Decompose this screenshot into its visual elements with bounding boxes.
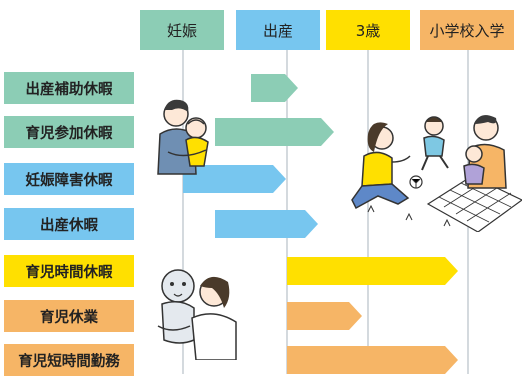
phase-header-pregnancy: 妊娠 [140, 10, 224, 50]
leave-label-childcare-participation: 育児参加休暇 [4, 116, 134, 148]
leave-label-childcare-leave: 育児休業 [4, 300, 134, 332]
leave-period-arrow-3 [215, 210, 318, 238]
phase-header-age3: 3歳 [326, 10, 410, 50]
leave-label-maternity: 出産休暇 [4, 208, 134, 240]
leave-period-arrow-0 [251, 74, 298, 102]
leave-period-arrow-6 [287, 346, 458, 374]
leave-period-arrow-2 [183, 165, 286, 193]
leave-label-pregnancy-disorder: 妊娠障害休暇 [4, 163, 134, 195]
leave-period-arrow-1 [215, 118, 334, 146]
leave-label-short-working-hours: 育児短時間勤務 [4, 344, 134, 376]
family-picnic-icon [351, 115, 522, 232]
phase-header-birth: 出産 [236, 10, 320, 50]
phase-header-school-entry: 小学校入学 [420, 10, 514, 50]
father-holding-baby-icon [157, 99, 209, 175]
leave-period-arrow-5 [287, 302, 362, 330]
mother-holding-baby-icon [157, 269, 237, 360]
leave-period-arrow-4 [287, 257, 458, 285]
leave-label-birth-assistance: 出産補助休暇 [4, 72, 134, 104]
leave-label-childcare-time: 育児時間休暇 [4, 255, 134, 287]
